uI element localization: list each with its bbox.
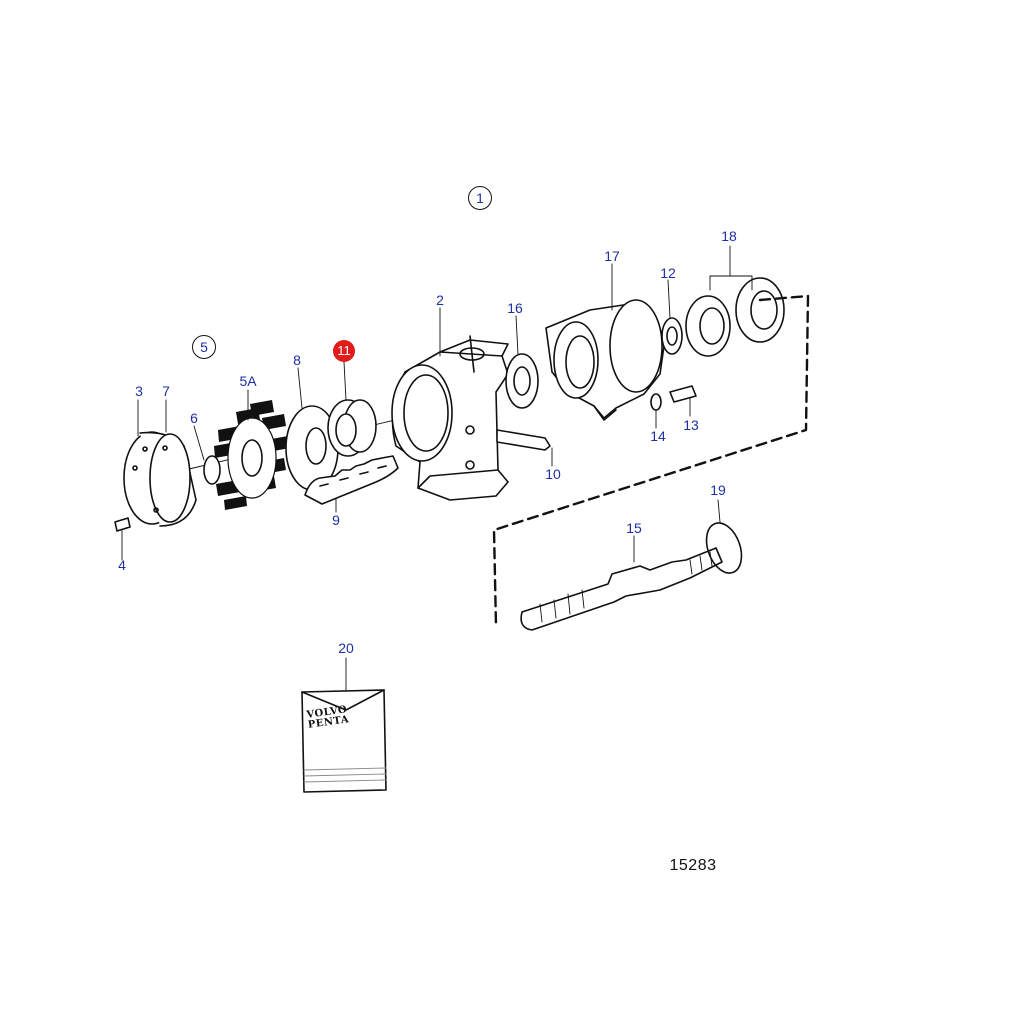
gasket-kit-part: [301, 689, 387, 793]
bolt-and-washer-part: [650, 385, 697, 429]
seal-ring-part: [505, 353, 539, 409]
impeller-part: [203, 400, 290, 510]
cam-part: [304, 455, 399, 505]
part-label-5[interactable]: 5: [192, 335, 216, 359]
part-label-14[interactable]: 14: [650, 428, 666, 444]
ball-bearings-part: [685, 277, 785, 357]
part-label-11-highlighted[interactable]: 11: [333, 340, 355, 362]
part-label-5a[interactable]: 5A: [239, 373, 257, 389]
bearing-housing-part: [545, 299, 665, 421]
part-label-2[interactable]: 2: [436, 292, 444, 308]
part-label-9[interactable]: 9: [332, 512, 340, 528]
part-label-4[interactable]: 4: [118, 557, 126, 573]
part-label-16[interactable]: 16: [507, 300, 523, 316]
part-label-15[interactable]: 15: [626, 520, 642, 536]
part-label-12[interactable]: 12: [660, 265, 676, 281]
part-label-8[interactable]: 8: [293, 352, 301, 368]
leader-lines: [137, 245, 753, 691]
housing-bolt-part: [496, 429, 553, 467]
seal-part: [327, 399, 377, 457]
part-label-3[interactable]: 3: [135, 383, 143, 399]
part-label-6[interactable]: 6: [190, 410, 198, 426]
end-cover-part: [123, 431, 197, 527]
wear-plate-part: [285, 405, 339, 491]
part-label-17[interactable]: 17: [604, 248, 620, 264]
pump-shaft-part: [520, 547, 723, 631]
spacer-ring-part: [661, 317, 683, 355]
assembly-frame: [492, 294, 810, 628]
part-label-20[interactable]: 20: [338, 640, 354, 656]
part-label-19[interactable]: 19: [710, 482, 726, 498]
circlip-part: [705, 522, 743, 574]
part-label-10[interactable]: 10: [545, 466, 561, 482]
part-label-1[interactable]: 1: [468, 186, 492, 210]
part-label-7[interactable]: 7: [162, 383, 170, 399]
cover-screw-part: [114, 517, 131, 561]
figure-number: 15283: [669, 857, 717, 874]
pump-housing-part: [391, 335, 509, 501]
part-label-13[interactable]: 13: [683, 417, 699, 433]
part-label-18[interactable]: 18: [721, 228, 737, 244]
